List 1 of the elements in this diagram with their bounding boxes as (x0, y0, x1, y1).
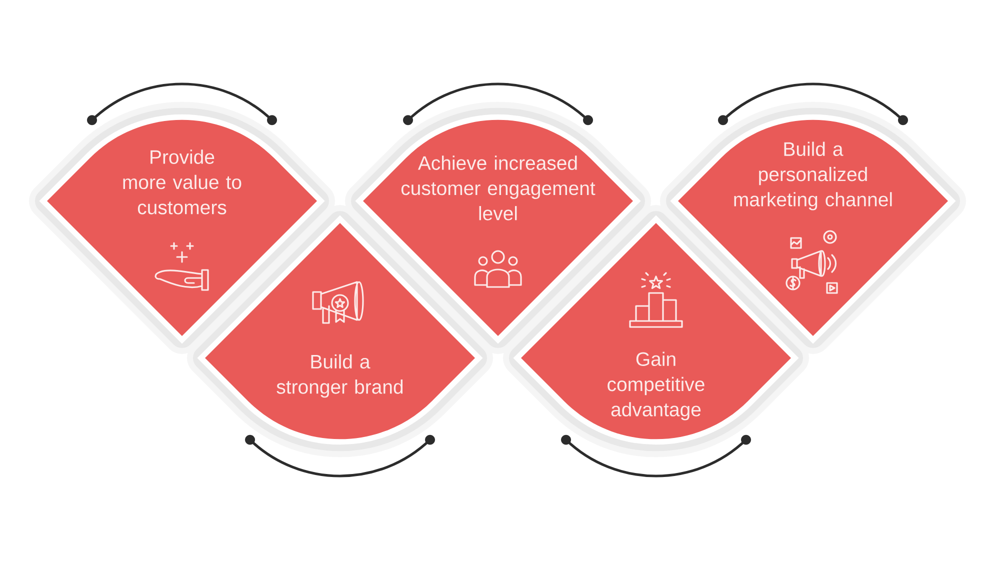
diamond-box: Provide more value to customers (29, 102, 335, 354)
